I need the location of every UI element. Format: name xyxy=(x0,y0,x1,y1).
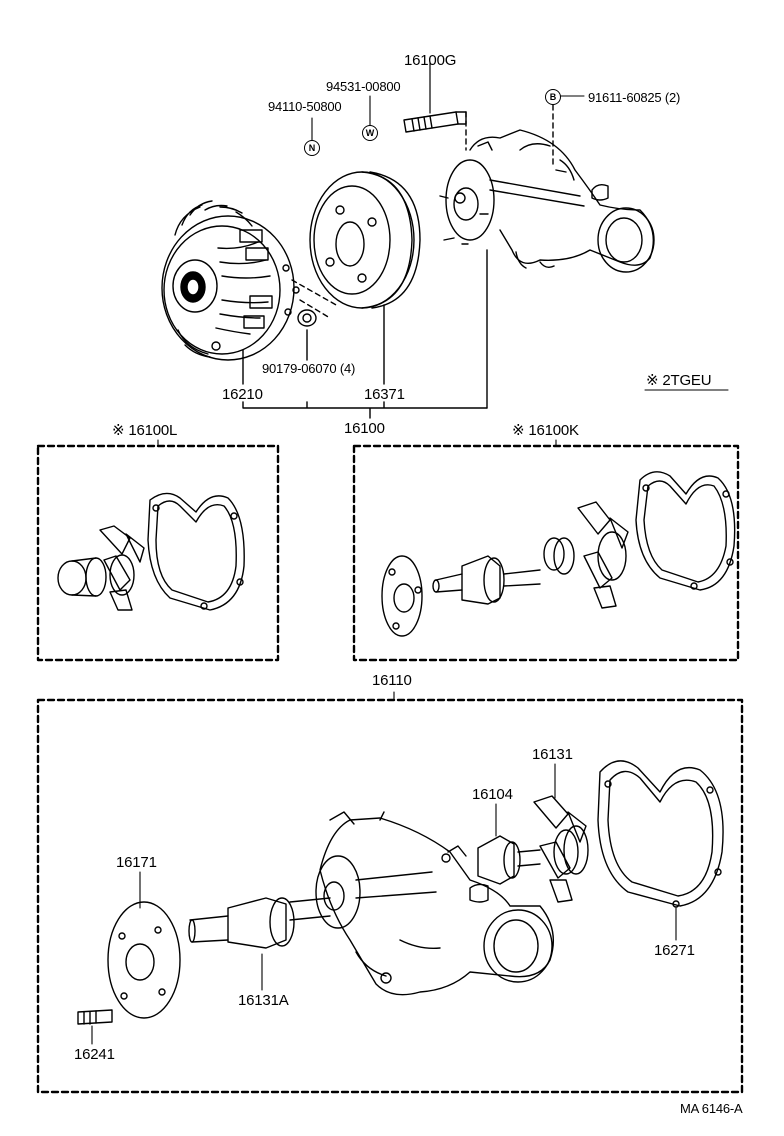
part-label-16131a: 16131A xyxy=(238,992,289,1009)
stud-drawing xyxy=(403,111,467,133)
symbol-w: W xyxy=(362,125,378,141)
part-label-94531: 94531-00800 xyxy=(326,79,401,94)
part-label-90179: 90179-06070 (4) xyxy=(262,361,356,376)
part-label-16371: 16371 xyxy=(364,386,405,403)
part-label-94110: 94110-50800 xyxy=(268,99,342,114)
pulley-drawing xyxy=(309,171,421,309)
kit-l-drawing xyxy=(57,492,245,611)
part-label-16171: 16171 xyxy=(116,854,157,871)
part-label-16100g: 16100G xyxy=(404,52,457,69)
kit-k-drawing xyxy=(381,471,736,637)
symbol-n: N xyxy=(304,140,320,156)
part-label-16100k: ※ 16100K xyxy=(512,422,579,439)
part-label-16131: 16131 xyxy=(532,746,573,763)
fan-clutch-drawing xyxy=(161,200,300,361)
water-pump-top-drawing xyxy=(439,129,655,273)
part-label-16104: 16104 xyxy=(472,786,513,803)
symbol-b: B xyxy=(545,89,561,105)
part-label-16110: 16110 xyxy=(372,672,412,689)
part-label-91611: 91611-60825 (2) xyxy=(588,90,681,105)
part-label-16271: 16271 xyxy=(654,942,695,959)
engine-code-label: ※ 2TGEU xyxy=(646,372,712,389)
part-label-16100l: ※ 16100L xyxy=(112,422,178,439)
part-label-16100: 16100 xyxy=(344,420,385,437)
pump-exploded-drawing xyxy=(77,760,724,1025)
diagram-reference: MA 6146-A xyxy=(680,1101,743,1116)
part-label-16241: 16241 xyxy=(74,1046,115,1063)
nut-drawing xyxy=(297,309,317,327)
part-label-16210: 16210 xyxy=(222,386,263,403)
